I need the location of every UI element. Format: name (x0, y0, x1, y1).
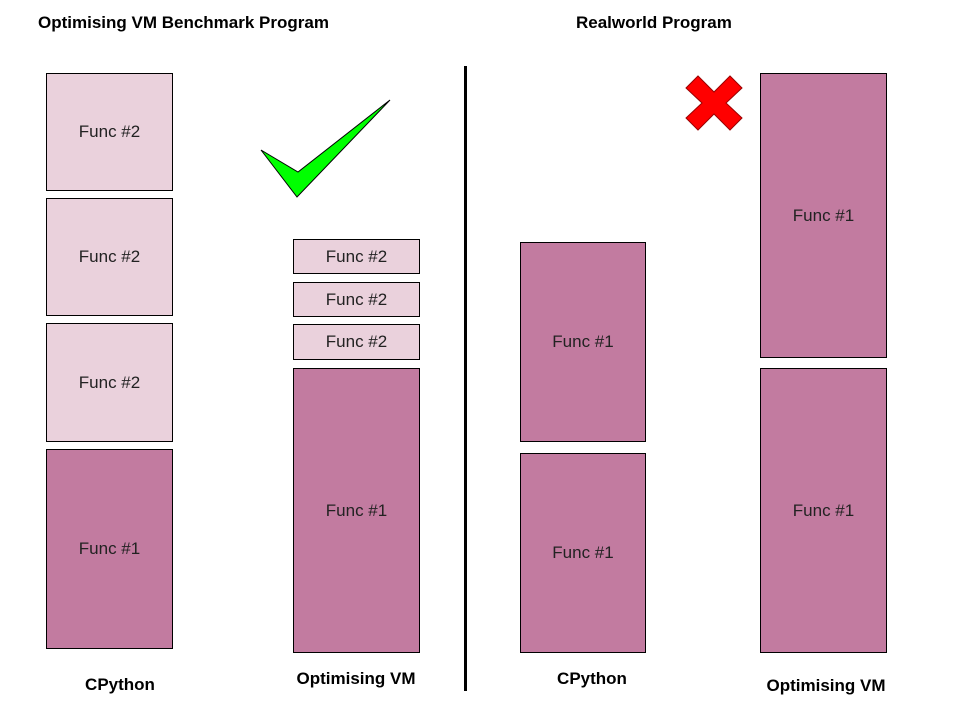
cross-icon (685, 75, 743, 131)
func1-box: Func #1 (520, 242, 646, 442)
left-cpython-label: CPython (85, 675, 155, 694)
func2-box: Func #2 (293, 324, 420, 360)
checkmark-icon (260, 99, 391, 198)
func2-box: Func #2 (46, 198, 173, 316)
func2-box: Func #2 (46, 323, 173, 442)
right-panel-title: Realworld Program (576, 13, 732, 32)
left-vm-label: Optimising VM (296, 669, 416, 688)
func1-box: Func #1 (760, 73, 887, 358)
left-panel-title: Optimising VM Benchmark Program (38, 13, 329, 32)
func1-box: Func #1 (293, 368, 420, 653)
func2-box: Func #2 (293, 239, 420, 274)
right-vm-label: Optimising VM (766, 676, 886, 695)
func1-box: Func #1 (520, 453, 646, 653)
right-cpython-label: CPython (557, 669, 627, 688)
func2-box: Func #2 (293, 282, 420, 317)
func1-box: Func #1 (760, 368, 887, 653)
func2-box: Func #2 (46, 73, 173, 191)
panel-divider (464, 66, 467, 691)
func1-box: Func #1 (46, 449, 173, 649)
